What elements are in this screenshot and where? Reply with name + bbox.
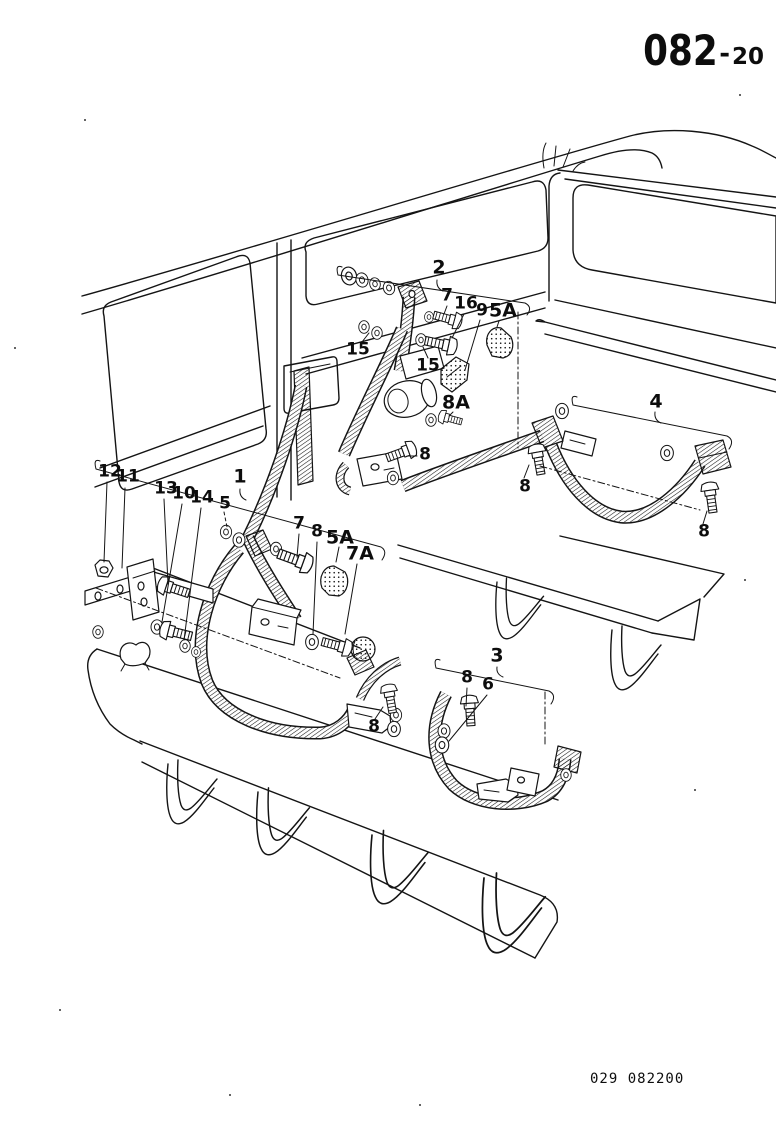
callout-leader-lines	[94, 265, 733, 745]
bolt	[699, 480, 723, 515]
part-callout: 8	[461, 667, 473, 688]
scan-specks	[14, 94, 746, 1106]
part-callout: 8	[419, 444, 431, 465]
page-number: 20	[731, 43, 764, 70]
belt-retractor	[383, 345, 445, 418]
header-separator: -	[719, 39, 730, 70]
section-code: 082	[642, 26, 718, 75]
washer	[387, 720, 401, 738]
belt-keeper-plate	[560, 430, 597, 457]
side-window-left	[102, 254, 268, 491]
washer	[555, 402, 569, 420]
washer	[386, 470, 400, 486]
washer	[179, 639, 191, 653]
washer	[232, 532, 246, 548]
part-callout: 13	[154, 478, 178, 499]
part-callout: 8	[519, 476, 531, 497]
anchor-plate	[553, 745, 582, 774]
part-callout: 7	[441, 285, 453, 306]
bench-leg	[610, 625, 662, 691]
part-callout: 7A	[346, 542, 374, 565]
round-cap	[350, 636, 376, 662]
document-code: 029 082200	[590, 1071, 685, 1087]
part-callout: 9	[476, 300, 488, 321]
hex-nut	[94, 559, 114, 578]
part-callout: 11	[116, 466, 140, 487]
bench-leg	[495, 577, 545, 640]
buckle-front	[248, 598, 302, 646]
part-callout: 14	[190, 487, 214, 508]
d-pillar	[548, 172, 561, 302]
part-callout: 8	[368, 716, 380, 737]
washer	[305, 633, 319, 651]
page-header-code: 082 - 20	[630, 26, 764, 75]
part-callout: 7	[293, 513, 305, 534]
part-callout: 5A	[326, 526, 354, 549]
part-callout: 8	[311, 521, 323, 542]
part-callout: 2	[432, 256, 446, 279]
washer	[434, 736, 450, 754]
part-callout: 6	[482, 674, 494, 695]
rear-window	[572, 184, 776, 304]
buckle-bench	[506, 767, 540, 797]
part-callout: 15	[346, 339, 370, 360]
washer	[425, 413, 437, 427]
washer	[424, 311, 434, 323]
side-window-middle	[304, 180, 549, 306]
door-vent-box	[283, 356, 340, 414]
part-callout: 1	[233, 465, 247, 488]
part-callout: 10	[172, 483, 196, 504]
washer	[219, 524, 233, 540]
washer	[371, 326, 383, 340]
part-callout: 8A	[442, 391, 470, 414]
part-callout: 15	[416, 355, 440, 376]
part-callout: 5A	[489, 299, 517, 322]
washer	[560, 768, 572, 782]
belt-guide-clamp	[440, 356, 470, 393]
part-callout: 3	[490, 644, 504, 667]
washer	[92, 625, 104, 639]
washer	[437, 723, 451, 739]
cover-cap	[486, 327, 514, 359]
anchor-plate	[531, 415, 564, 449]
part-callout: 4	[649, 390, 663, 413]
washer	[191, 646, 201, 658]
van-body-structure	[81, 129, 776, 649]
bolt	[319, 632, 355, 659]
spring-clip	[119, 641, 151, 672]
part-callout: 5	[219, 493, 231, 514]
cover-cap	[320, 565, 349, 597]
bench-leg	[166, 759, 218, 825]
part-callout: 16	[454, 293, 478, 314]
bench-leg	[255, 787, 311, 856]
front-bench-seat	[87, 648, 559, 959]
bolt	[459, 694, 481, 727]
part-callout: 8	[698, 521, 710, 542]
washer	[660, 444, 674, 462]
part-callout: 12	[98, 461, 122, 482]
rear-bench-seat	[397, 535, 725, 691]
washer	[358, 320, 370, 334]
anchor-plate	[694, 439, 732, 475]
